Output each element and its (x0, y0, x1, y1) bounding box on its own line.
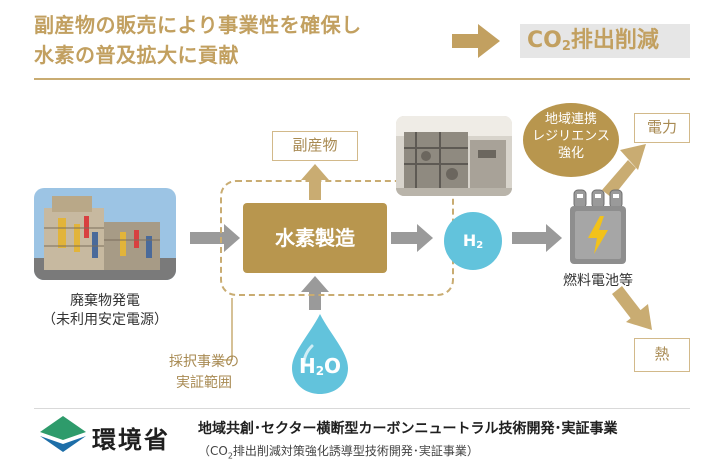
hydrogen-node (444, 212, 502, 270)
heat-output-label: 熱 (654, 345, 670, 363)
fuel-cell-label: 燃料電池等 (563, 273, 633, 289)
program-subtitle: （CO2排出削減対策強化誘導型技術開発･実証事業） (198, 444, 479, 461)
headline-line-2: 水素の普及拡大に貢献 (34, 43, 239, 67)
arrow-waste-to-production (190, 224, 240, 252)
waste-plant-caption-line-2: （未利用安定電源） (42, 312, 168, 328)
waste-power-plant-image (34, 188, 176, 280)
headline-line-1: 副産物の販売により事業性を確保し (34, 13, 362, 37)
heat-output-box: 熱 (634, 338, 690, 372)
arrow-fuelcell-to-power (602, 144, 646, 198)
regional-label-line-2: レジリエンス (532, 129, 610, 144)
co2-reduction-banner (520, 24, 690, 58)
hydrogen-label: H2 (462, 231, 484, 251)
power-output-label: 電力 (646, 118, 677, 136)
program-title: 地域共創･セクター横断型カーボンニュートラル技術開発･実証事業 (198, 421, 618, 437)
footer-divider (34, 408, 690, 409)
arrow-hydrogen-to-fuelcell (512, 224, 562, 252)
demo-scope-label: 採択事業の 実証範囲 (152, 352, 256, 394)
demo-scope-line-1: 採択事業の (169, 354, 239, 370)
waste-power-plant-caption: 廃棄物発電 （未利用安定電源） (34, 292, 176, 330)
hydrogen-production-label: 水素製造 (275, 226, 355, 250)
power-output-box: 電力 (634, 113, 690, 143)
hydrogen-production-box (243, 203, 387, 273)
arrow-production-to-byproduct (301, 164, 329, 200)
demo-scope-line-2: 実証範囲 (176, 375, 232, 391)
byproduct-box: 副産物 (272, 131, 358, 161)
regional-resilience-node (523, 103, 619, 177)
headline: 副産物の販売により事業性を確保し 水素の普及拡大に貢献 (34, 10, 362, 70)
regional-label-line-3: 強化 (557, 146, 584, 161)
ministry-logo-icon (40, 416, 86, 452)
fuel-cell-icon (570, 189, 626, 264)
co2-reduction-text: CO2排出削減 (527, 28, 659, 54)
production-facility-image (396, 116, 512, 196)
regional-resilience-label: 地域連携 レジリエンス 強化 (523, 111, 619, 162)
byproduct-label: 副産物 (292, 136, 338, 154)
water-drop-icon (292, 314, 348, 394)
water-label: H2O (298, 354, 342, 378)
waste-plant-caption-line-1: 廃棄物発電 (70, 293, 140, 309)
ministry-name: 環境省 (92, 426, 170, 454)
arrow-fuelcell-to-heat (612, 286, 652, 330)
headline-arrow-icon (452, 24, 500, 58)
arrow-production-to-hydrogen (391, 224, 433, 252)
regional-label-line-1: 地域連携 (544, 112, 597, 127)
header-divider (34, 78, 690, 80)
